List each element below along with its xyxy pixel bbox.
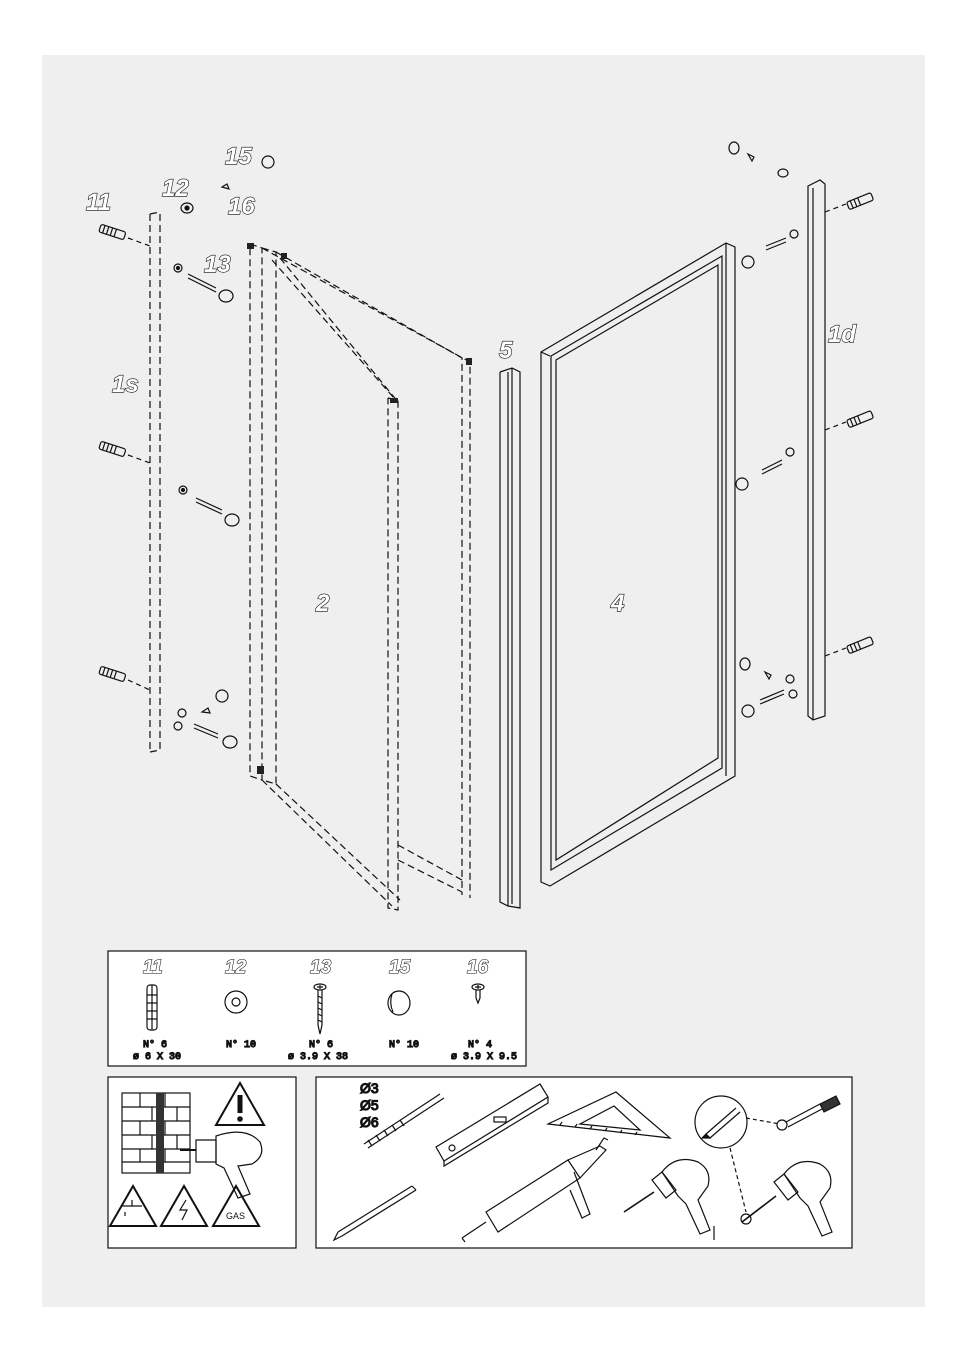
label-16: 16 [228,193,255,220]
label-15: 15 [225,143,252,170]
label-1d: 1d [828,321,857,348]
legend-qty-16: N° 4 [468,1039,492,1051]
right-screw-fixings [729,142,874,717]
label-13: 13 [204,251,231,278]
label-2: 2 [315,590,330,617]
svg-text:GAS: GAS [226,1211,245,1221]
part-callouts: 15 12 16 11 13 1s 2 5 4 1d [86,143,857,617]
legend-size-11: ø 6 X 30 [133,1052,181,1063]
drill-bit-size-3: Ø3 [360,1080,379,1096]
wall-profile-1d [808,180,825,720]
label-1s: 1s [112,371,139,398]
tools-panel: Ø3 Ø5 Ø6 [316,1077,852,1248]
legend-number-11: 11 [143,957,163,978]
door-hinge-blocks [247,243,472,774]
parts-legend: 11 12 13 15 16 N° 6 ø 6 X 30 N° 10 N° 6 … [108,951,526,1066]
label-12: 12 [162,175,189,202]
drill-bit-size-5: Ø5 [360,1097,379,1113]
label-4: 4 [610,590,624,617]
label-11: 11 [86,189,111,216]
legend-qty-12: N° 10 [226,1039,256,1051]
wall-plug-fixings-left [99,224,150,690]
left-screw-fixings [174,156,274,748]
legend-qty-15: N° 10 [389,1039,419,1051]
door-panel-2 [250,244,470,910]
legend-size-13: ø 3.9 X 38 [288,1052,348,1063]
legend-qty-11: N° 6 [143,1039,167,1051]
legend-number-15: 15 [389,957,411,978]
drill-bit-size-6: Ø6 [360,1114,379,1130]
label-5: 5 [499,337,513,364]
fixed-panel-4 [541,243,735,886]
legend-size-16: ø 3.9 X 9.5 [451,1052,517,1063]
wall-profile-1s [150,212,160,752]
legend-number-12: 12 [225,957,247,978]
legend-number-13: 13 [310,957,332,978]
legend-number-16: 16 [467,957,489,978]
warning-panel: GAS [108,1077,296,1248]
seal-profile-5 [500,368,520,908]
legend-qty-13: N° 6 [309,1039,333,1051]
